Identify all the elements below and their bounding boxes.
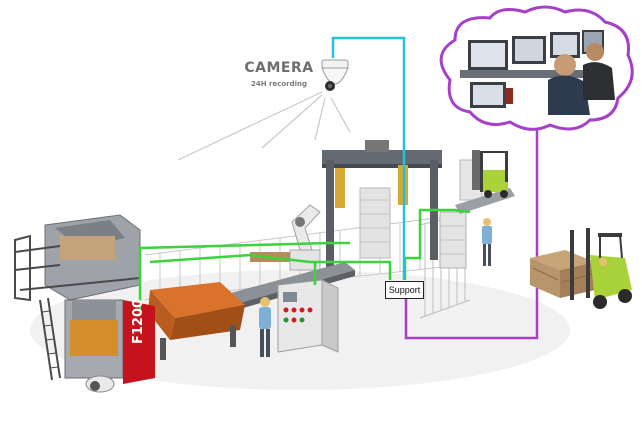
dome-camera-icon	[321, 59, 349, 91]
worker-icon	[259, 297, 271, 357]
camera-subtitle: 24H recording	[250, 80, 308, 88]
camera-view-rays	[177, 91, 351, 161]
forklift-icon	[530, 228, 632, 309]
bagging-machine	[14, 214, 155, 393]
control-room-cloud-icon	[439, 5, 634, 131]
support-box: Support	[385, 281, 424, 299]
forklift-icon-back	[480, 151, 508, 198]
back-conveyor	[455, 150, 515, 214]
orange-chute	[148, 282, 245, 360]
machine-brand-label: F1200	[131, 299, 146, 344]
camera-title: CAMERA	[244, 60, 314, 76]
monitoring-ethernet-line	[404, 128, 539, 340]
control-cabinet	[277, 279, 339, 353]
camera-ethernet-line	[331, 36, 406, 280]
worker-icon-2	[482, 218, 492, 266]
